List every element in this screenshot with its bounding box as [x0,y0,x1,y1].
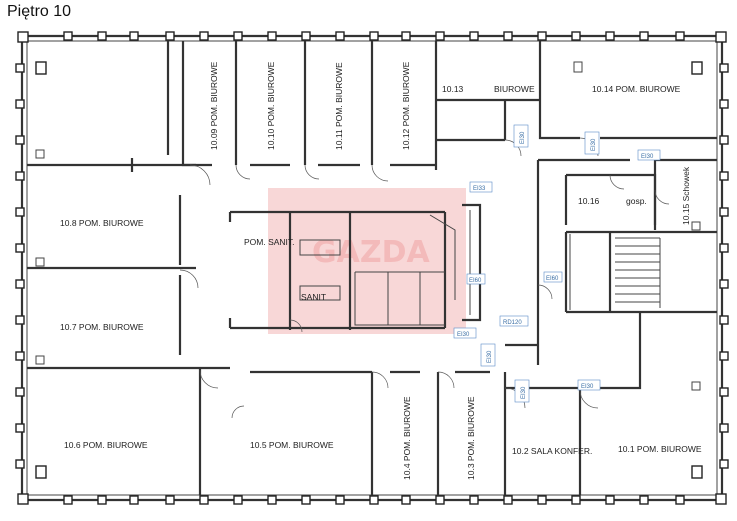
room-pom-sanit: POM. SANIT. [244,237,295,247]
watermark: GAZDA [312,235,430,270]
door-tag: EI30 [521,386,527,399]
room-10-15: 10.15 Schowek [681,166,691,225]
room-10-4: 10.4 POM. BIUROWE [402,396,412,480]
door-tag: EI60 [546,276,559,282]
room-sanit: SANIT [301,292,326,302]
door-tag: EI30 [591,138,597,151]
room-gosp: gosp. [626,196,647,206]
door-tag: EI30 [520,131,526,144]
room-10-3: 10.3 POM. BIUROWE [466,396,476,480]
room-10-13: 10.13 [442,84,464,94]
door-tag: EI60 [469,278,482,284]
door-tag: EI30 [457,332,470,338]
room-10-6: 10.6 POM. BIUROWE [64,440,148,450]
door-tag: EI30 [487,350,493,363]
window-marks [35,61,701,391]
door-tags: EI30 EI30 EI30 EI33 EI60 EI60 EI30 RD120… [453,124,661,403]
door-tag: EI30 [641,154,654,160]
room-10-1: 10.1 POM. BIUROWE [618,444,702,454]
core-walls [228,203,482,330]
room-labels: 10.09 POM. BIUROWE 10.10 POM. BIUROWE 10… [60,61,702,480]
corner-columns [35,61,703,479]
room-10-16: 10.16 [578,196,600,206]
room-10-14: 10.14 POM. BIUROWE [592,84,681,94]
room-10-10: 10.10 POM. BIUROWE [266,61,276,150]
room-10-13-label: BIUROWE [494,84,535,94]
stair-treads [615,237,661,308]
floor-title: Piętro 10 [7,3,72,20]
room-10-8: 10.8 POM. BIUROWE [60,218,144,228]
room-10-11: 10.11 POM. BIUROWE [334,62,344,150]
east-walls [505,158,717,495]
room-10-7: 10.7 POM. BIUROWE [60,322,144,332]
room-10-09: 10.09 POM. BIUROWE [209,61,219,150]
door-swings [179,137,670,419]
door-tag: EI30 [581,384,594,390]
door-tag: EI33 [473,186,486,192]
north-office-walls [166,41,717,170]
door-tag: RD120 [503,320,522,326]
room-10-5: 10.5 POM. BIUROWE [250,440,334,450]
west-office-walls [27,158,507,495]
perimeter-columns [15,31,729,505]
room-10-12: 10.12 POM. BIUROWE [401,61,411,150]
room-10-2: 10.2 SALA KONFER. [512,446,592,456]
